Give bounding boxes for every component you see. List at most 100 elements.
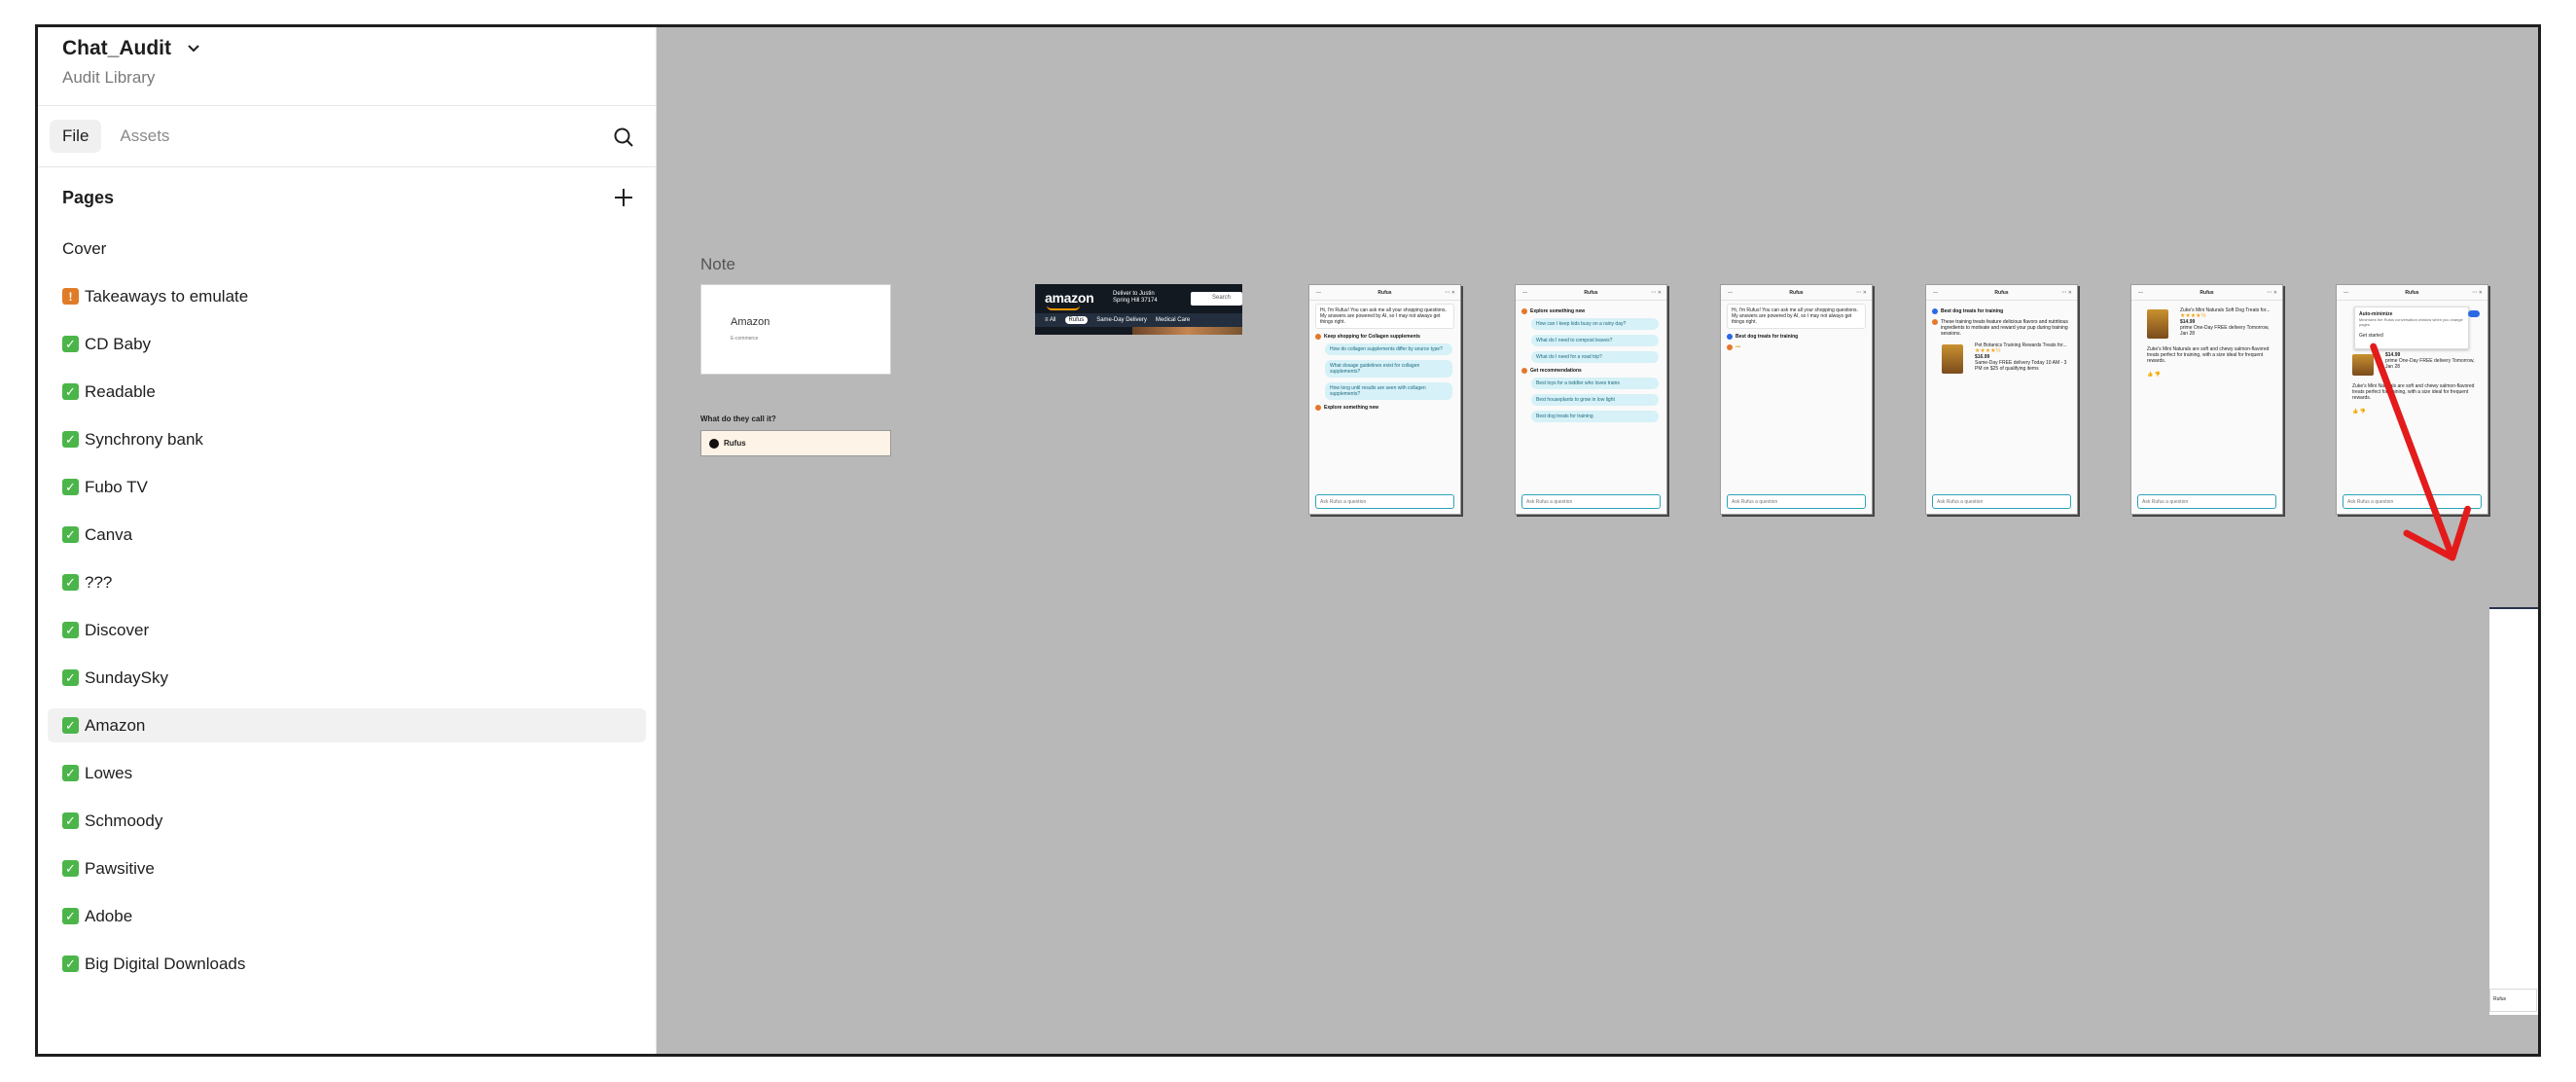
checkmark-icon: ✓ (62, 383, 79, 400)
deliver-to-text: Deliver to Justin Spring Hill 37174 (1113, 291, 1158, 304)
note-card[interactable]: Amazon E-commerce (700, 284, 891, 375)
rufus-header: Rufus (1309, 285, 1460, 301)
user-avatar-icon (1932, 308, 1938, 314)
product-title[interactable]: Pet Botanics Training Rewards Treats for… (1975, 343, 2067, 348)
pages-title: Pages (62, 187, 115, 207)
ask-rufus-input[interactable]: Ask Rufus a question (2343, 494, 2482, 509)
partial-frame[interactable]: Rufus (2489, 607, 2538, 1015)
rufus-avatar-icon (1932, 319, 1938, 325)
search-icon[interactable] (611, 125, 636, 150)
section-heading: Explore something new (1521, 308, 1661, 314)
auto-minimize-popover[interactable]: Auto-minimize Minimizes the Rufus conver… (2354, 307, 2469, 349)
product-delivery: prime One-Day FREE delivery Tomorrow, Ja… (2385, 358, 2475, 370)
page-item-label: Readable (85, 381, 156, 401)
suggestion-chip[interactable]: What do I need to compost leaves? (1531, 335, 1659, 346)
ask-rufus-input[interactable]: Ask Rufus a question (1521, 494, 1661, 509)
rufus-screen-4[interactable]: Rufus Best dog treats for training These… (1925, 284, 2078, 515)
amazon-smile-icon (1047, 306, 1080, 310)
user-question: Best dog treats for training (1932, 308, 2071, 314)
product-price: $14.99 (2180, 319, 2196, 325)
page-item[interactable]: ✓Synchrony bank (48, 422, 646, 456)
amazon-search-box: Search (1191, 292, 1242, 306)
rufus-screen-1[interactable]: Rufus Hi, I'm Rufus! You can ask me all … (1308, 284, 1461, 515)
tab-assets[interactable]: Assets (120, 126, 170, 145)
nav-item: ≡ All (1045, 317, 1056, 323)
auto-minimize-toggle[interactable] (2468, 310, 2480, 317)
project-switcher[interactable]: Chat_Audit (62, 35, 632, 62)
page-item[interactable]: ✓Discover (48, 613, 646, 647)
user-question: Best dog treats for training (1727, 334, 1866, 340)
add-page-icon[interactable] (611, 185, 636, 210)
product-price: $16.99 (1975, 354, 1990, 360)
page-item[interactable]: ✓Adobe (48, 899, 646, 933)
design-canvas[interactable]: Note Amazon E-commerce What do they call… (657, 27, 2538, 1054)
page-item[interactable]: ✓Amazon (48, 708, 646, 742)
product-title[interactable]: Zuke's Mini Naturals Soft Dog Treats for… (2180, 307, 2271, 313)
page-item[interactable]: ✓Canva (48, 518, 646, 552)
rufus-avatar-icon (1315, 334, 1321, 340)
suggestion-chip[interactable]: How can I keep kids busy on a rainy day? (1531, 318, 1659, 330)
checkmark-icon: ✓ (62, 431, 79, 448)
product-image-strip (1132, 327, 1242, 335)
checkmark-icon: ✓ (62, 717, 79, 734)
app-window: Chat_Audit Audit Library File Assets Pag… (35, 24, 2541, 1057)
suggestion-chip[interactable]: How long until results are seen with col… (1325, 382, 1452, 400)
mini-rufus-chip[interactable]: Rufus (2489, 989, 2537, 1012)
tab-file[interactable]: File (50, 120, 102, 153)
product-delivery: prime One-Day FREE delivery Tomorrow, Ja… (2180, 325, 2270, 337)
chevron-down-icon[interactable] (183, 38, 204, 59)
ask-rufus-input[interactable]: Ask Rufus a question (1315, 494, 1454, 509)
ask-rufus-input[interactable]: Ask Rufus a question (1727, 494, 1866, 509)
feedback-icons[interactable]: 👍 👎 (2147, 372, 2161, 378)
rufus-avatar-icon (1315, 405, 1321, 411)
note-card-title: Amazon (731, 316, 770, 328)
checkmark-icon: ✓ (62, 526, 79, 543)
loading-indicator: ••• (1727, 344, 1866, 350)
rufus-screen-5[interactable]: Rufus Zuke's Mini Naturals Soft Dog Trea… (2130, 284, 2283, 515)
page-item-label: Cover (62, 238, 107, 258)
page-item[interactable]: ✓Lowes (48, 756, 646, 790)
rufus-screen-2[interactable]: Rufus Explore something new How can I ke… (1515, 284, 1667, 515)
suggestion-chip[interactable]: How do collagen supplements differ by so… (1325, 343, 1452, 355)
project-title[interactable]: Chat_Audit (62, 37, 171, 59)
page-item-label: Lowes (85, 763, 133, 782)
rufus-screen-6[interactable]: Rufus $14.99 prime One-Day FREE delivery… (2336, 284, 2488, 515)
page-item[interactable]: ✓Fubo TV (48, 470, 646, 504)
popover-text: Minimizes the Rufus conversation window … (2359, 317, 2463, 327)
rufus-screen-3[interactable]: Rufus Hi, I'm Rufus! You can ask me all … (1720, 284, 1873, 515)
nav-item: Same-Day Delivery (1096, 317, 1147, 323)
alert-icon: ! (62, 288, 79, 305)
ask-rufus-input[interactable]: Ask Rufus a question (2137, 494, 2276, 509)
rufus-pill[interactable]: Rufus (700, 430, 891, 456)
page-item[interactable]: ✓Pawsitive (48, 851, 646, 885)
page-item[interactable]: ✓Big Digital Downloads (48, 947, 646, 981)
page-item[interactable]: ✓CD Baby (48, 327, 646, 361)
suggestion-chip[interactable]: Best dog treats for training (1531, 411, 1659, 422)
rufus-pill-label: Rufus (724, 439, 746, 448)
product-rating: ★★★★½ (2180, 313, 2206, 319)
note-card-subtitle: E-commerce (731, 336, 759, 342)
suggestion-chip[interactable]: What dosage guidelines exist for collage… (1325, 360, 1452, 378)
rufus-avatar-icon (1521, 368, 1527, 374)
checkmark-icon: ✓ (62, 479, 79, 495)
page-item[interactable]: ✓Schmoody (48, 804, 646, 838)
rufus-avatar-icon (1727, 344, 1733, 350)
product-delivery: Same-Day FREE delivery Today 10 AM - 3 P… (1975, 360, 2067, 372)
suggestion-chip[interactable]: Best houseplants to grow in low light (1531, 394, 1659, 406)
rufus-intro: Hi, I'm Rufus! You can ask me all your s… (1727, 304, 1866, 329)
rufus-answer: Zuke's Mini Naturals are soft and chewy … (2147, 346, 2270, 364)
page-item[interactable]: !Takeaways to emulate (48, 279, 646, 313)
get-started-button[interactable]: Get started (2359, 333, 2383, 339)
page-item-label: Schmoody (85, 811, 163, 830)
suggestion-chip[interactable]: Best toys for a toddler who loves trains (1531, 378, 1659, 389)
page-item-label: SundaySky (85, 667, 168, 687)
suggestion-chip[interactable]: What do I need for a road trip? (1531, 351, 1659, 363)
ask-rufus-input[interactable]: Ask Rufus a question (1932, 494, 2071, 509)
amazon-header-screenshot[interactable]: amazon Deliver to Justin Spring Hill 371… (1035, 284, 1242, 335)
page-item-label: Pawsitive (85, 858, 155, 878)
feedback-icons[interactable]: 👍 👎 (2352, 409, 2366, 415)
page-item[interactable]: ✓SundaySky (48, 661, 646, 695)
page-item[interactable]: ✓Cover (48, 232, 646, 266)
page-item[interactable]: ✓ Readable (48, 375, 646, 409)
page-item[interactable]: ✓??? (48, 565, 646, 599)
